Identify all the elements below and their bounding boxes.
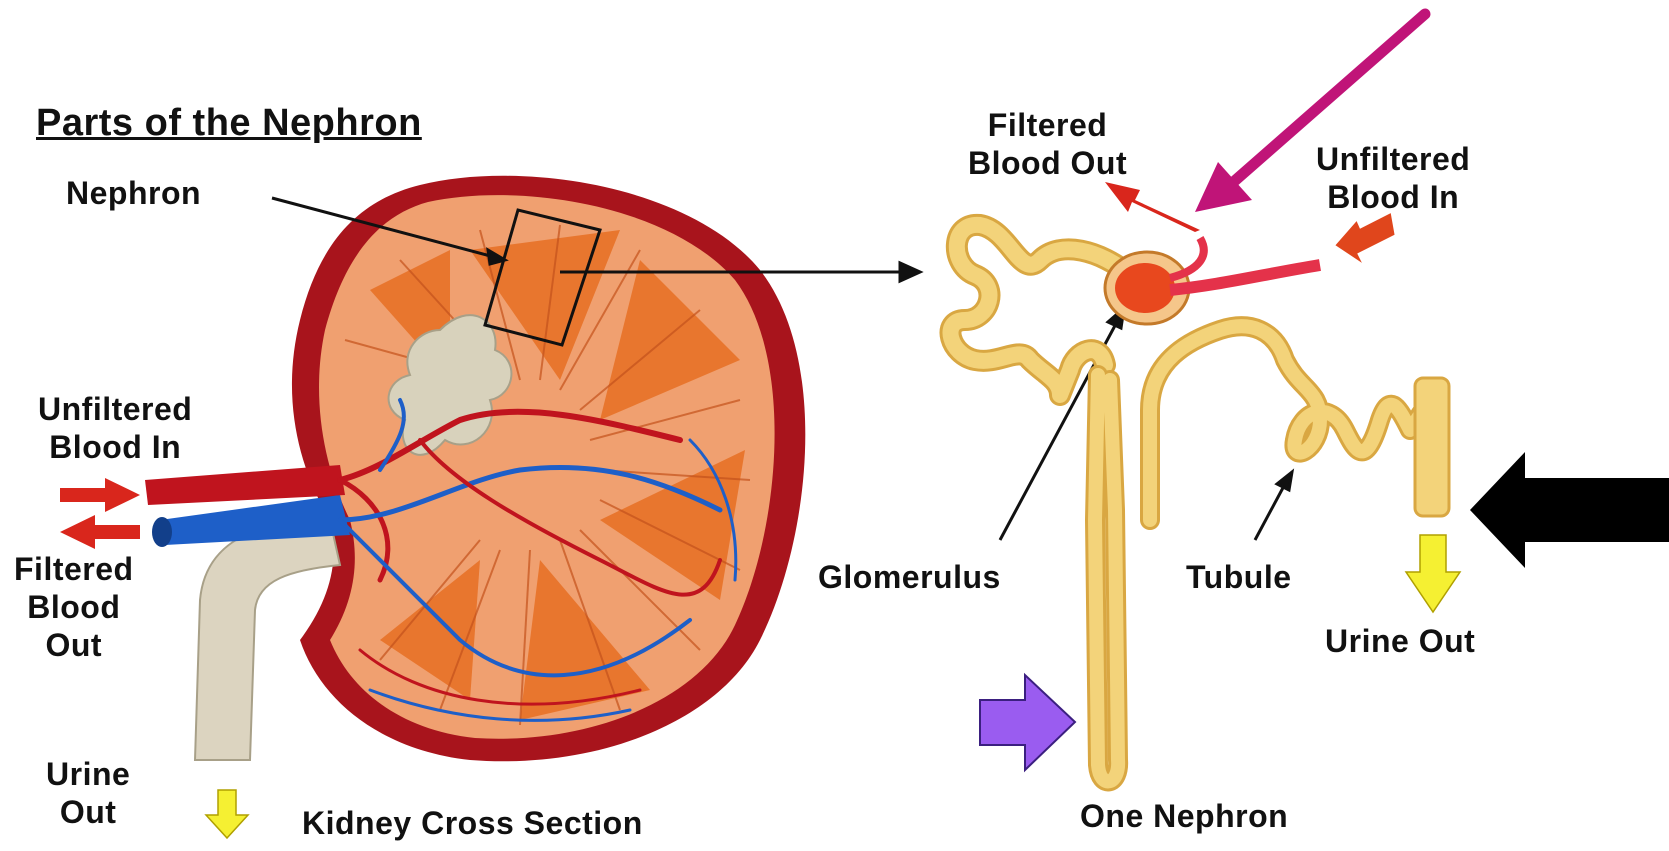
arrow-urine-out-left [206,790,248,838]
label-unfiltered-blood-in-left: Unfiltered Blood In [38,390,192,466]
label-glomerulus: Glomerulus [818,558,1001,596]
label-nephron: Nephron [66,174,201,212]
label-tubule: Tubule [1186,558,1292,596]
label-kidney-cross-section: Kidney Cross Section [302,804,643,842]
label-urine-out-left: Urine Out [46,755,130,831]
label-one-nephron: One Nephron [1080,797,1288,835]
label-unfiltered-blood-in-right: Unfiltered Blood In [1316,140,1470,216]
glomerulus-capillaries [1115,263,1175,313]
arrow-unfiltered-in-left [60,478,140,512]
label-filtered-blood-out-right: Filtered Blood Out [968,106,1127,182]
arrow-urine-out-right [1406,535,1460,612]
arrow-filtered-out-right [1105,182,1200,232]
black-annotation-arrow [1470,452,1669,568]
label-filtered-blood-out-left: Filtered Blood Out [14,550,134,664]
arrow-unfiltered-in-right [1332,213,1399,267]
label-urine-out-right: Urine Out [1325,622,1475,660]
kidney-cross-section [145,176,805,761]
arrow-filtered-out-left [60,515,140,549]
purple-annotation-arrow [980,675,1075,770]
collecting-duct [1415,378,1449,516]
diagram-title: Parts of the Nephron [36,104,422,142]
renal-vein-opening [152,517,172,547]
